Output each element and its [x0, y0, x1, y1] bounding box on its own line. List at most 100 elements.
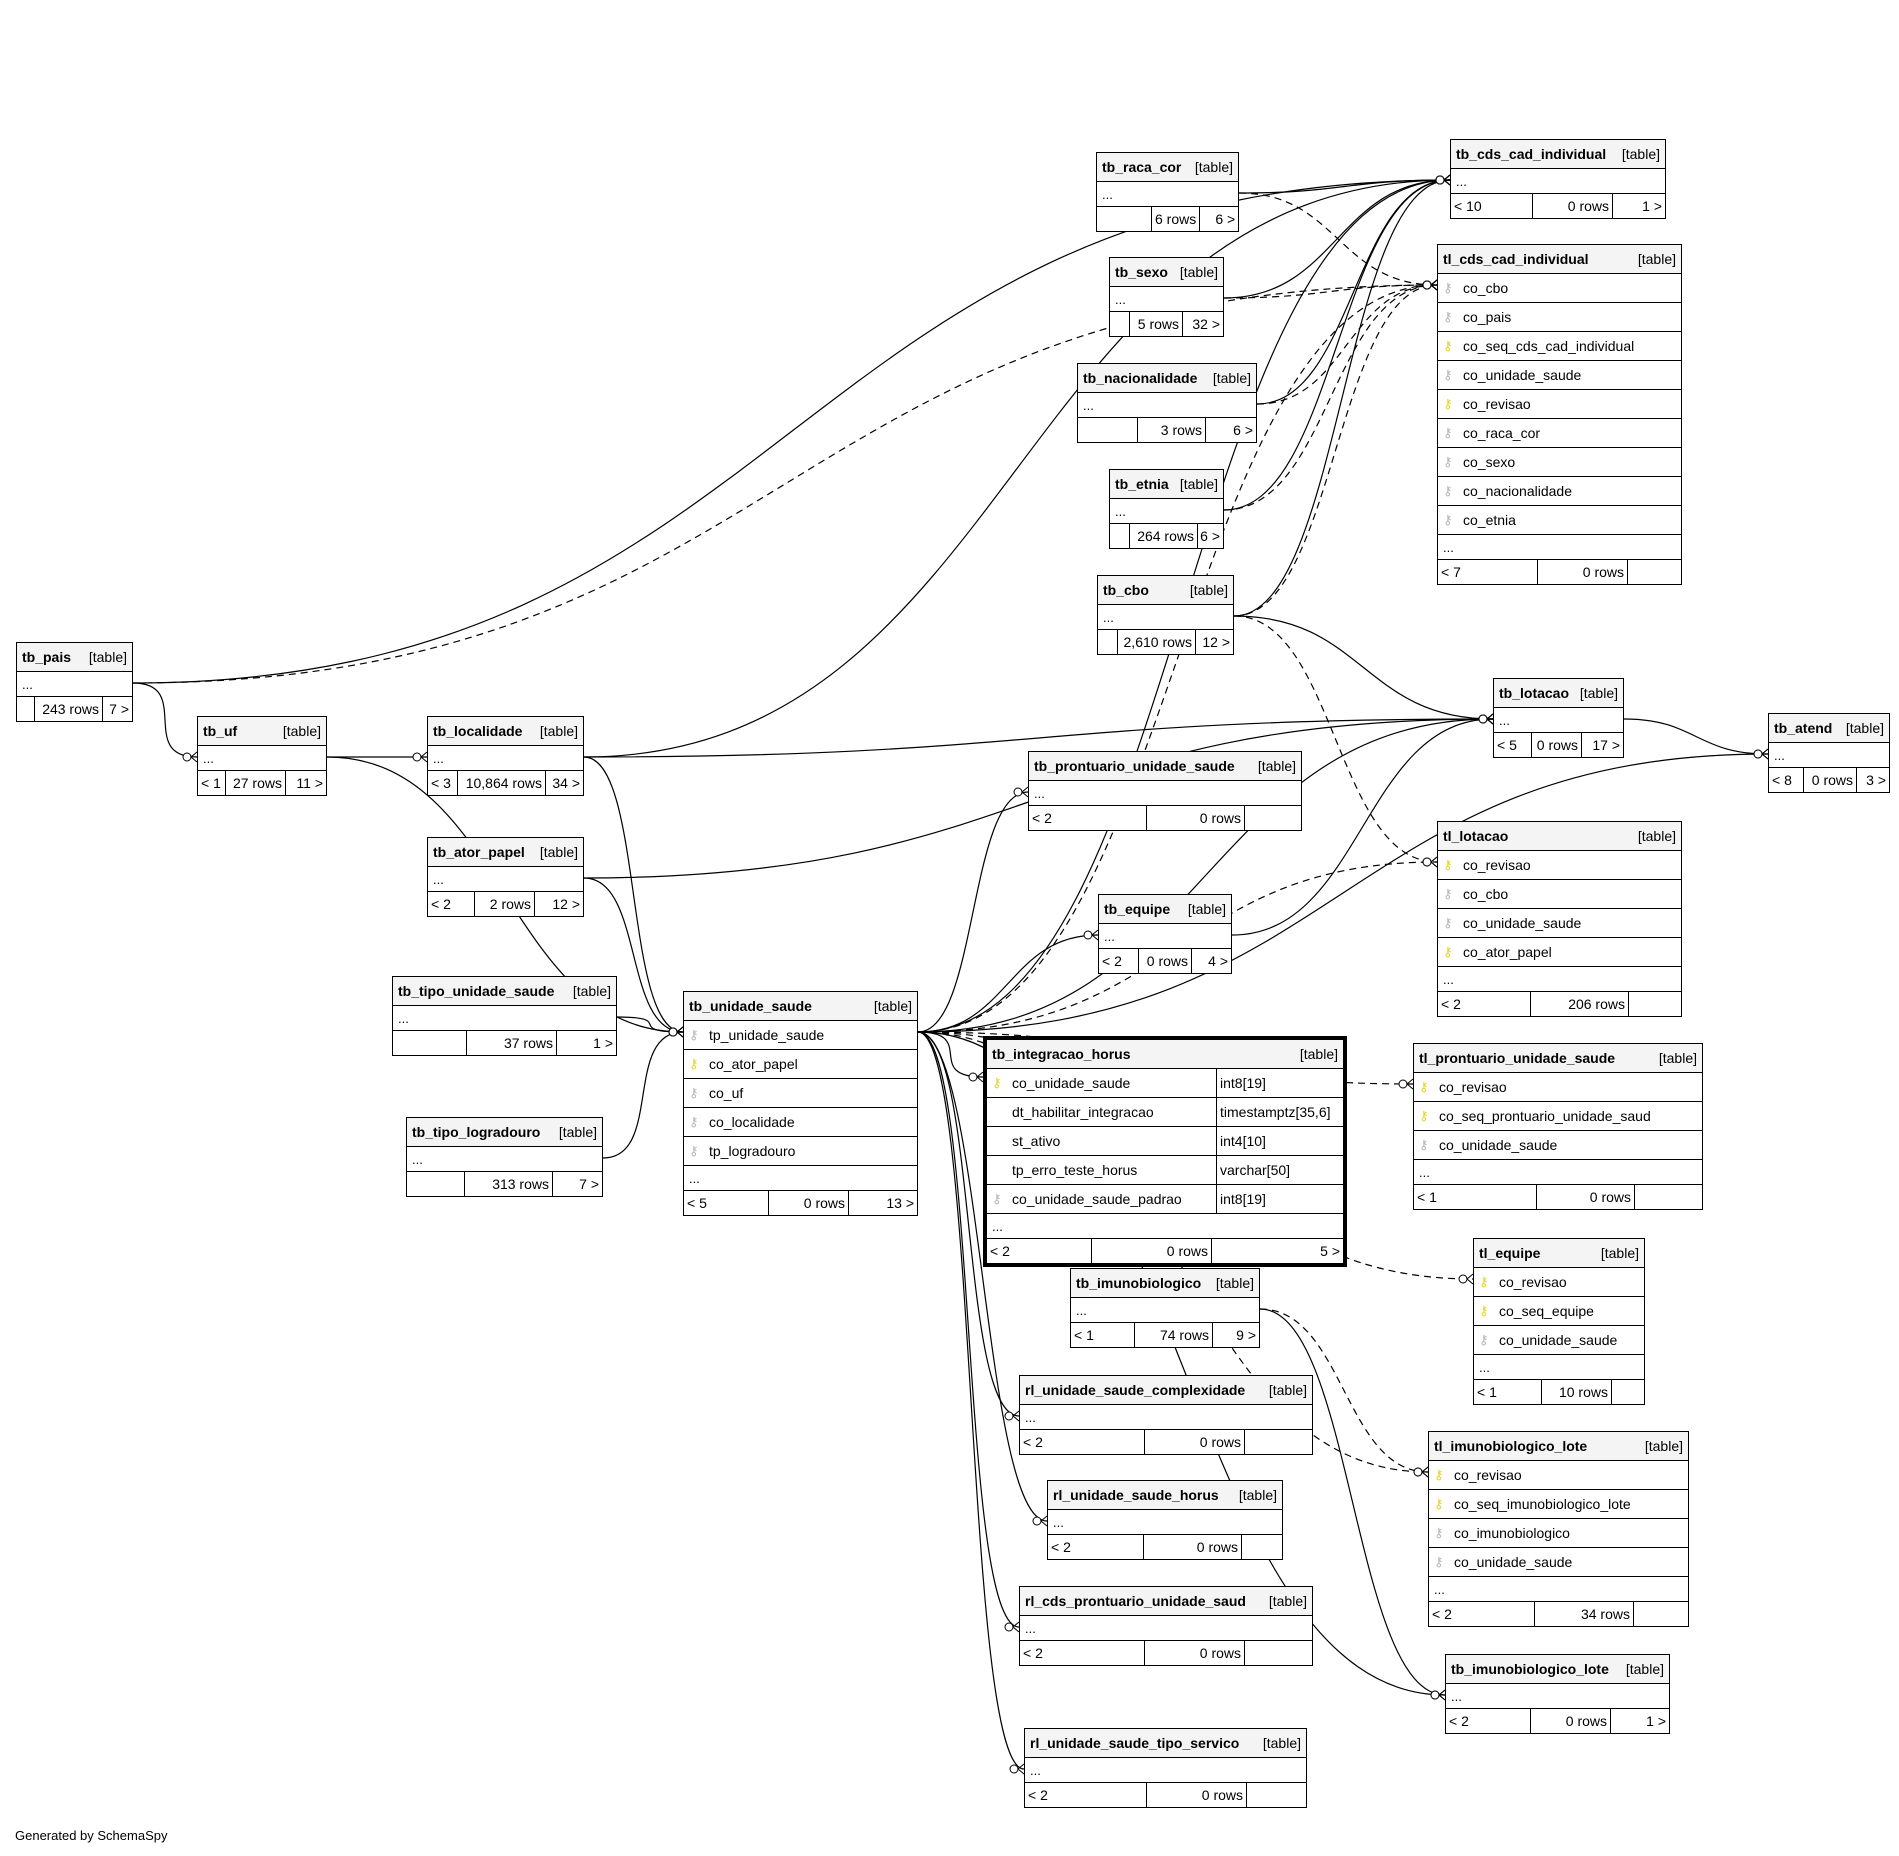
table-name[interactable]: rl_cds_prontuario_unidade_saud — [1025, 1593, 1246, 1609]
more-columns-ellipsis[interactable]: ... — [1451, 169, 1665, 194]
parents-link[interactable]: < 2 — [1446, 1709, 1531, 1733]
table-name[interactable]: tb_atend — [1774, 720, 1833, 736]
table-rl-unidade-saude-complexidade[interactable]: rl_unidade_saude_complexidade[table]...<… — [1019, 1375, 1313, 1455]
children-link[interactable] — [1245, 806, 1301, 830]
table-name[interactable]: tb_uf — [203, 723, 238, 739]
parents-link[interactable]: < 2 — [1438, 992, 1531, 1016]
children-link[interactable] — [1247, 1783, 1306, 1807]
more-columns-ellipsis[interactable]: ... — [1097, 182, 1238, 207]
more-columns-ellipsis[interactable]: ... — [1110, 499, 1223, 524]
column-row[interactable]: ⚷co_revisao — [1438, 390, 1681, 419]
parents-link[interactable]: < 2 — [1029, 806, 1147, 830]
parents-link[interactable] — [1078, 418, 1138, 442]
column-row[interactable]: ⚷co_unidade_saude — [1438, 909, 1681, 938]
parents-link[interactable]: < 2 — [1020, 1641, 1145, 1665]
table-tb-unidade-saude[interactable]: tb_unidade_saude[table]⚷tp_unidade_saude… — [683, 991, 918, 1216]
children-link[interactable]: 5 > — [1320, 1243, 1340, 1259]
parents-link[interactable]: < 1 — [198, 771, 226, 795]
more-columns-ellipsis[interactable]: ... — [1438, 967, 1681, 992]
more-columns-ellipsis[interactable]: ... — [1438, 535, 1681, 560]
children-link[interactable] — [1634, 1602, 1688, 1626]
parents-link[interactable] — [407, 1172, 465, 1196]
table-name[interactable]: tl_cds_cad_individual — [1443, 251, 1589, 267]
table-name[interactable]: tb_raca_cor — [1102, 159, 1182, 175]
more-columns-ellipsis[interactable]: ... — [1429, 1577, 1688, 1602]
parents-link[interactable]: < 2 — [1020, 1430, 1145, 1454]
table-tl-imunobiologico-lote[interactable]: tl_imunobiologico_lote[table]⚷co_revisao… — [1428, 1431, 1689, 1627]
column-row[interactable]: ⚷co_seq_equipe — [1474, 1297, 1644, 1326]
table-name[interactable]: tb_equipe — [1104, 901, 1171, 917]
column-row[interactable]: ⚷co_cbo — [1438, 880, 1681, 909]
column-row[interactable]: ⚷co_imunobiologico — [1429, 1519, 1688, 1548]
table-tl-equipe[interactable]: tl_equipe[table]⚷co_revisao⚷co_seq_equip… — [1473, 1238, 1645, 1405]
more-columns-ellipsis[interactable]: ... — [1414, 1160, 1702, 1185]
table-tl-lotacao[interactable]: tl_lotacao[table]⚷co_revisao⚷co_cbo⚷co_u… — [1437, 821, 1682, 1017]
parents-link[interactable]: < 2 — [1048, 1535, 1144, 1559]
children-link[interactable]: 6 > — [1215, 211, 1236, 227]
more-columns-ellipsis[interactable]: ... — [1020, 1405, 1312, 1430]
more-columns-ellipsis[interactable]: ... — [1025, 1758, 1306, 1783]
column-row[interactable]: ⚷co_seq_prontuario_unidade_saud — [1414, 1102, 1702, 1131]
table-tl-prontuario-unidade-saude[interactable]: tl_prontuario_unidade_saude[table]⚷co_re… — [1413, 1043, 1703, 1210]
more-columns-ellipsis[interactable]: ... — [1494, 708, 1623, 733]
more-columns-ellipsis[interactable]: ... — [428, 867, 583, 892]
more-columns-ellipsis[interactable]: ... — [1020, 1616, 1312, 1641]
table-rl-cds-prontuario-unidade-saud[interactable]: rl_cds_prontuario_unidade_saud[table]...… — [1019, 1586, 1313, 1666]
column-row[interactable]: ⚷co_unidade_saude — [1414, 1131, 1702, 1160]
children-link[interactable]: 34 > — [552, 775, 580, 791]
table-name[interactable]: tb_localidade — [433, 723, 523, 739]
more-columns-ellipsis[interactable]: ... — [428, 746, 583, 771]
parents-link[interactable]: < 1 — [1071, 1323, 1135, 1347]
table-name[interactable]: tb_etnia — [1115, 476, 1169, 492]
children-link[interactable]: 9 > — [1236, 1327, 1256, 1343]
more-columns-ellipsis[interactable]: ... — [1474, 1355, 1644, 1380]
more-columns-ellipsis[interactable]: ... — [1071, 1298, 1259, 1323]
column-row[interactable]: ⚷co_uf — [684, 1079, 917, 1108]
children-link[interactable] — [1612, 1380, 1644, 1404]
parents-link[interactable]: < 3 — [428, 771, 458, 795]
more-columns-ellipsis[interactable]: ... — [1029, 781, 1301, 806]
column-row[interactable]: ⚷co_seq_imunobiologico_lote — [1429, 1490, 1688, 1519]
parents-link[interactable]: < 2 — [428, 892, 475, 916]
table-name[interactable]: rl_unidade_saude_complexidade — [1025, 1382, 1246, 1398]
children-link[interactable]: 6 > — [1233, 422, 1253, 438]
children-link[interactable]: 11 > — [296, 775, 323, 791]
parents-link[interactable]: < 5 — [1494, 733, 1532, 757]
parents-link[interactable] — [393, 1031, 467, 1055]
parents-link[interactable]: < 10 — [1451, 194, 1533, 218]
column-row[interactable]: ⚷co_ator_papel — [684, 1050, 917, 1079]
table-name[interactable]: tb_cds_cad_individual — [1456, 146, 1607, 162]
parents-link[interactable]: < 2 — [1099, 949, 1139, 973]
more-columns-ellipsis[interactable]: ... — [17, 672, 132, 697]
column-row[interactable]: ⚷co_unidade_saude — [1474, 1326, 1644, 1355]
table-name[interactable]: tb_cbo — [1103, 582, 1149, 598]
column-row[interactable]: ⚷co_unidade_saude — [1429, 1548, 1688, 1577]
children-link[interactable]: 32 > — [1192, 316, 1220, 332]
column-row[interactable]: ⚷co_revisao — [1474, 1268, 1644, 1297]
column-row[interactable]: ⚷tp_logradouro — [684, 1137, 917, 1166]
parents-link[interactable] — [1110, 524, 1130, 548]
more-columns-ellipsis[interactable]: ... — [1078, 393, 1256, 418]
children-link[interactable] — [1629, 992, 1681, 1016]
parents-link[interactable]: < 2 — [1025, 1783, 1147, 1807]
more-columns-ellipsis[interactable]: ... — [407, 1147, 602, 1172]
parents-link[interactable] — [17, 697, 35, 721]
children-link[interactable]: 1 > — [593, 1035, 613, 1051]
column-row[interactable]: ⚷tp_unidade_saude — [684, 1021, 917, 1050]
